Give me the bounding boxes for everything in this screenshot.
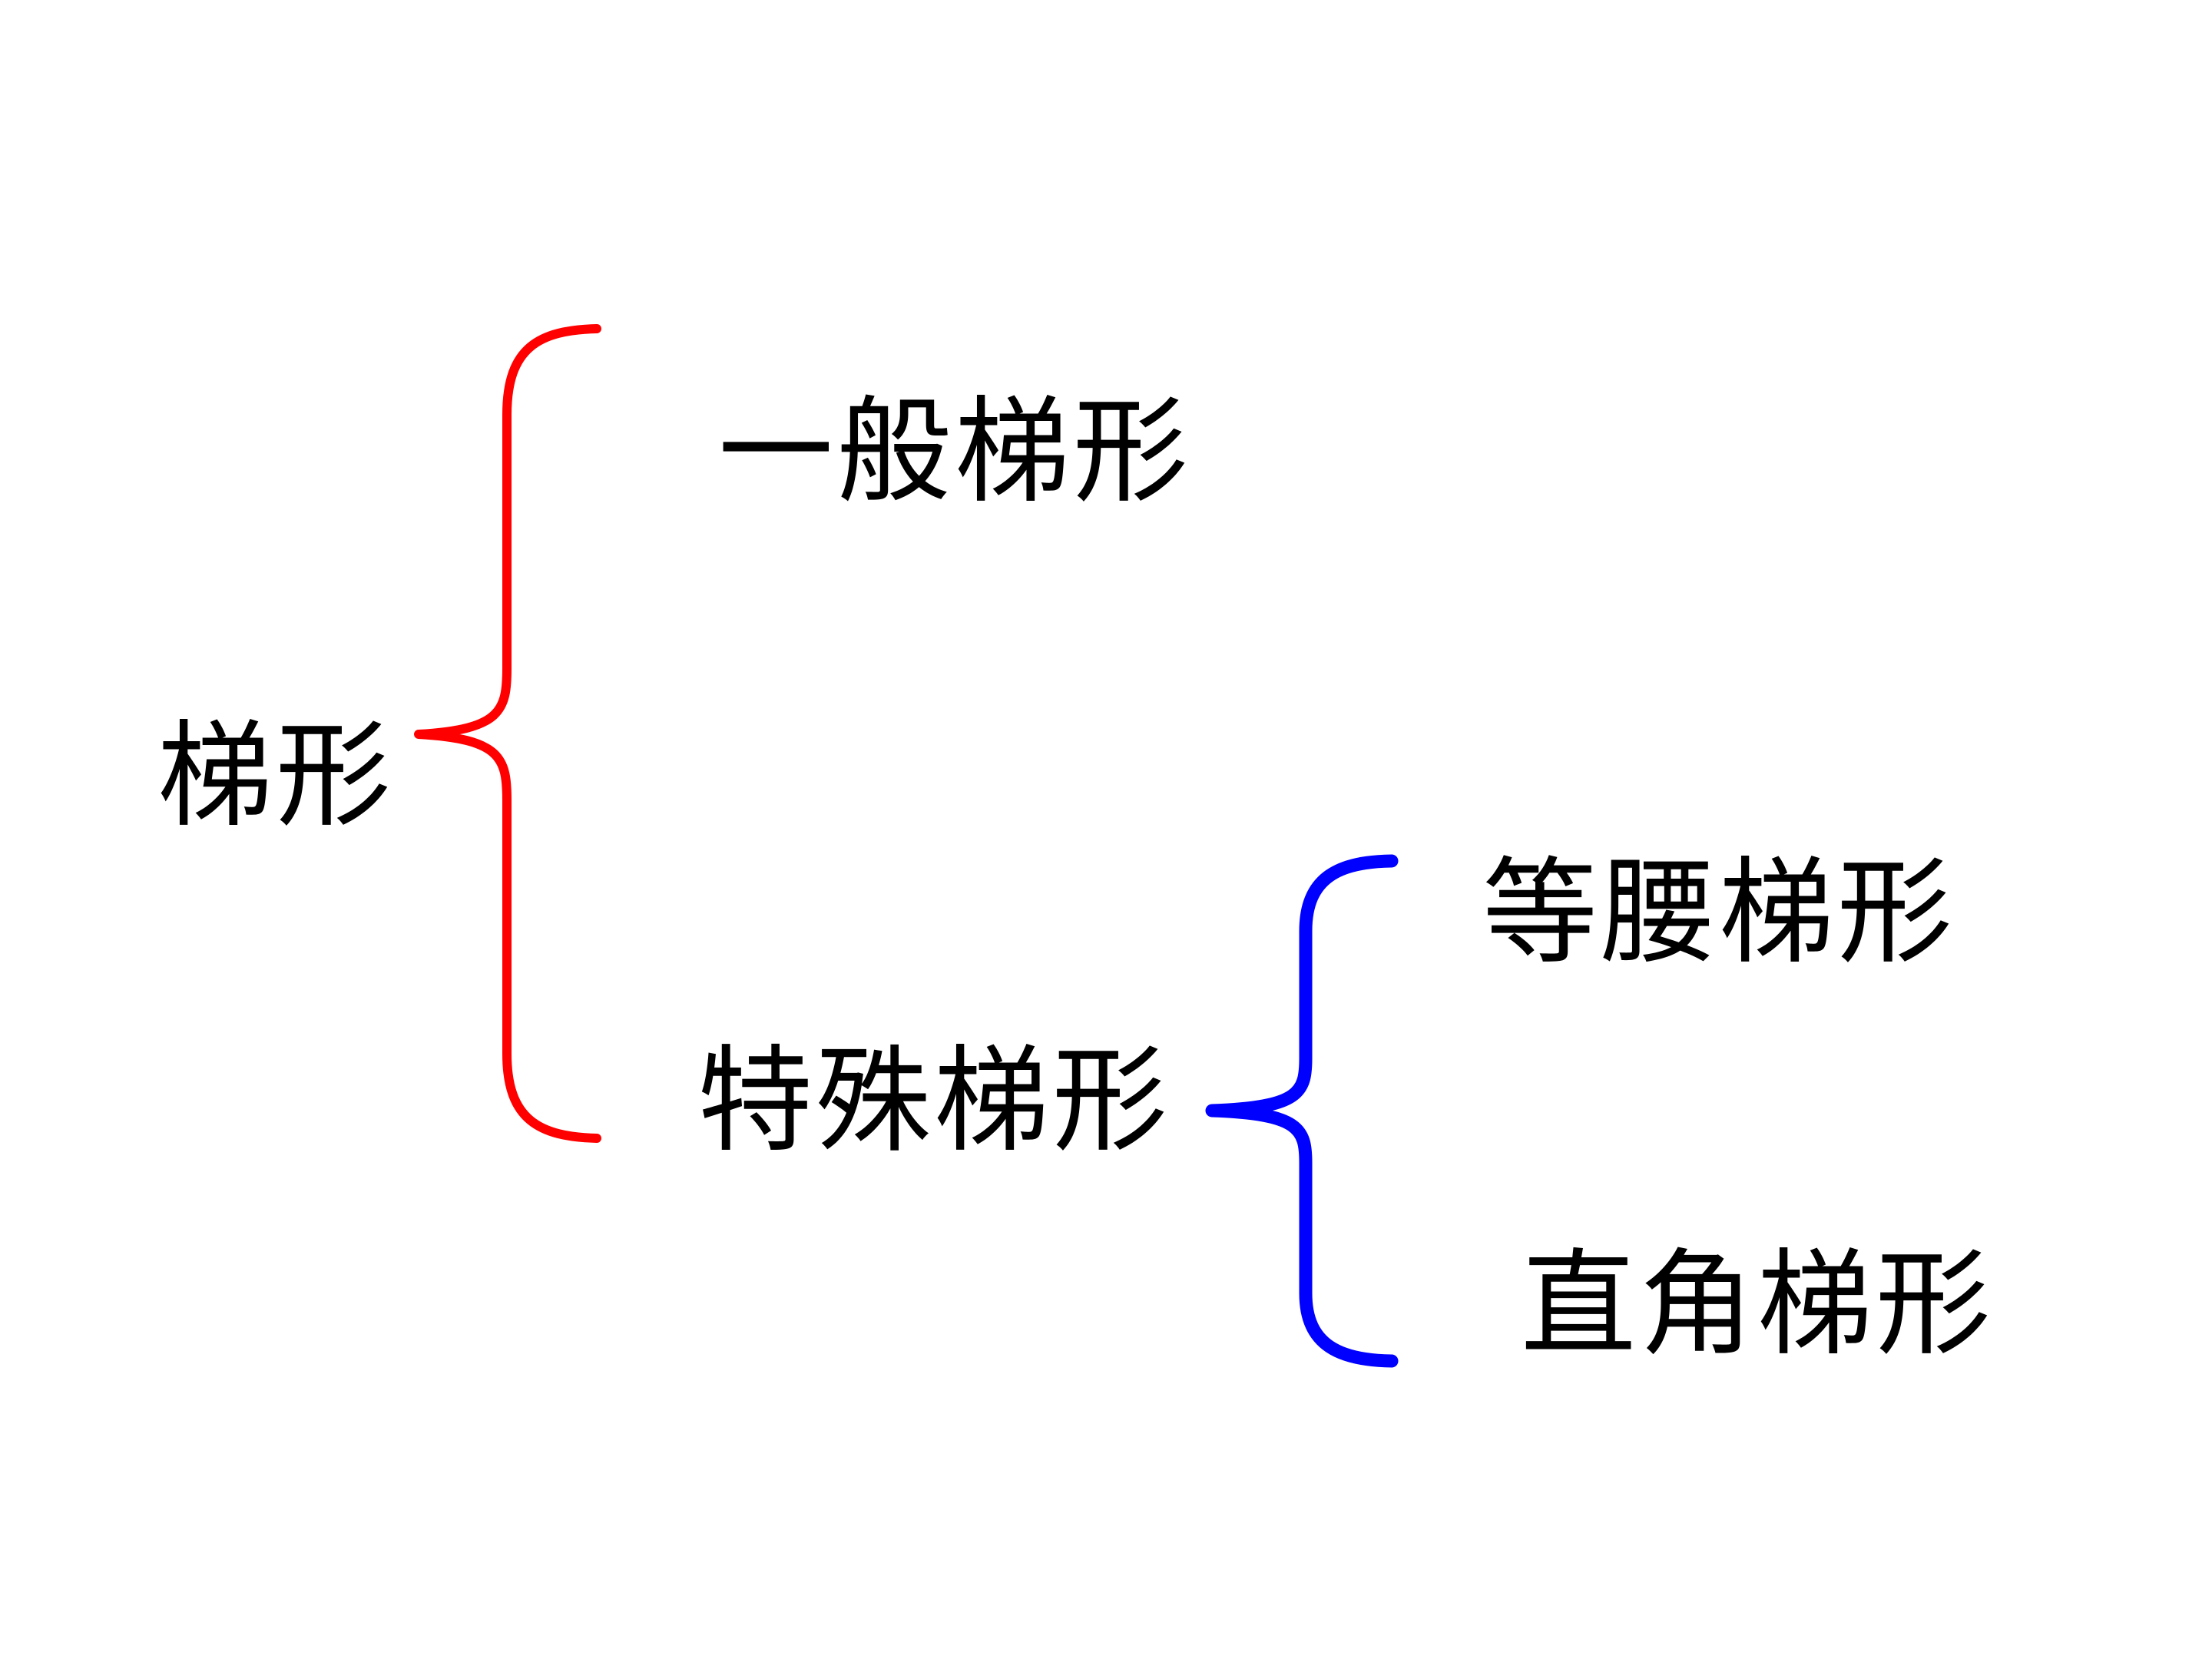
node-trapezoid: 梯形 [157, 714, 395, 841]
node-right-angle-trapezoid: 直角梯形 [1521, 1242, 1995, 1369]
node-general-trapezoid: 一般梯形 [718, 389, 1192, 517]
node-special-trapezoid: 特殊梯形 [697, 1038, 1171, 1166]
red-curly-brace [414, 324, 601, 1143]
node-isosceles-trapezoid: 等腰梯形 [1482, 850, 1956, 978]
blue-curly-brace [1205, 854, 1399, 1368]
